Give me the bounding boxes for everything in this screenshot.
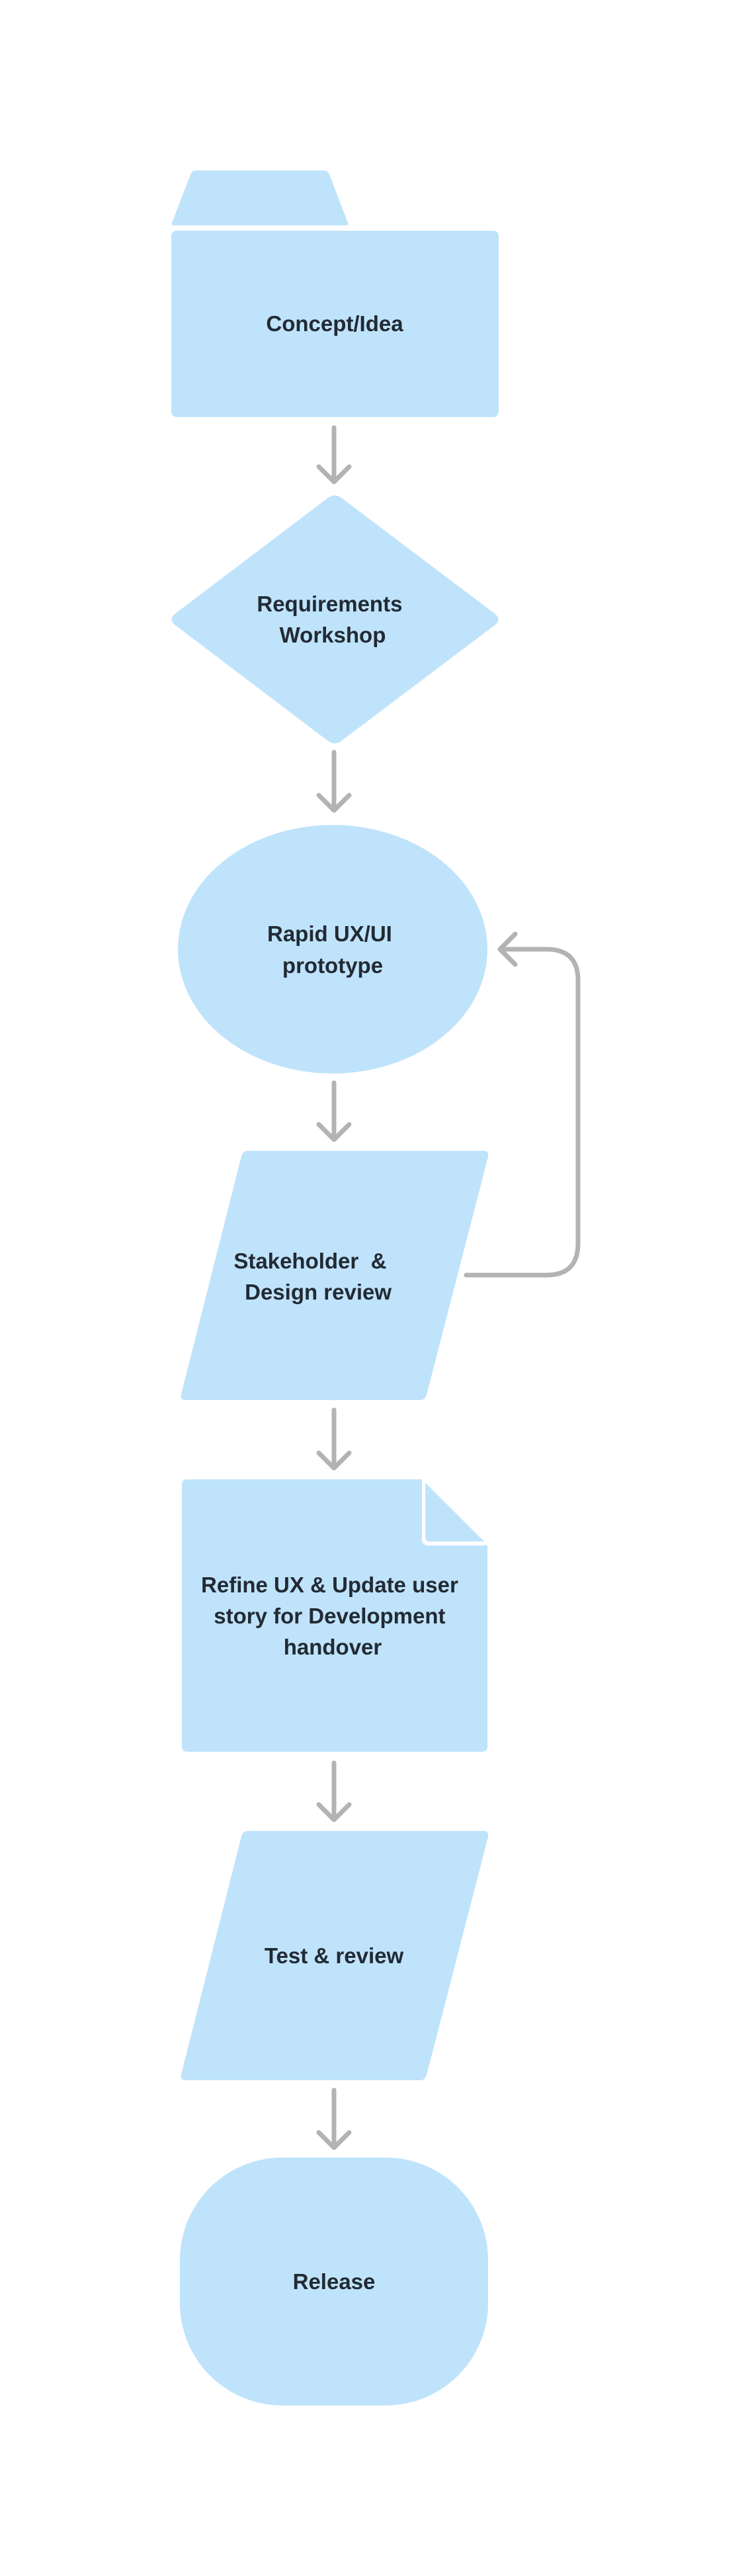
node-requirements-label-line-1: Requirements [257,592,402,616]
connector-refine-to-test [316,1760,352,1822]
document-fold-corner [425,1483,484,1542]
connector-test-to-release [316,2088,352,2150]
svg-text:Release: Release [293,2269,376,2294]
node-requirements: Requirements Workshop [171,495,499,744]
folder-body-shape [171,231,499,417]
node-refine-label-line-3: handover [284,1635,382,1659]
node-refine-label-line-2: story for Development [214,1604,445,1628]
document-shape [182,1479,487,1752]
node-release-label-line-1: Release [293,2269,376,2294]
node-refine: Refine UX & Update user story for Develo… [182,1479,487,1752]
diamond-shape [171,495,499,744]
svg-text:Concept/Idea: Concept/Idea [266,311,403,336]
node-prototype-label-line-1: Rapid UX/UI [267,921,392,946]
node-prototype: Rapid UX/UI prototype [178,825,487,1073]
node-test: Test & review [181,1831,489,2080]
node-refine-label-line-1: Refine UX & Update user [201,1573,458,1597]
connector-prototype-to-review [316,1080,352,1142]
node-release: Release [180,2158,488,2405]
svg-text:Rapid UX/UI prototype: Rapid UX/UI prototype [267,921,398,978]
folder-tab-shape [171,171,349,225]
node-review-label-line-1: Stakeholder & [233,1249,386,1273]
node-prototype-label-line-2: prototype [282,953,383,978]
node-review-label-line-2: Design review [245,1280,392,1304]
parallelogram-shape [181,1151,489,1400]
svg-text:Requirements Workshop: Requirements Workshop [257,592,408,647]
node-requirements-label-line-2: Workshop [280,623,386,647]
connector-requirements-to-prototype [316,750,352,813]
ellipse-shape [178,825,487,1073]
connector-review-to-refine [316,1407,352,1471]
svg-text:Refine UX & Update user: Refine UX & Update user story for Develo… [201,1573,464,1659]
node-test-label-line-1: Test & review [265,1943,404,1968]
rounded-rectangle-shape [180,2158,488,2405]
parallelogram-shape [181,1831,489,2080]
connector-concept-to-requirements [316,425,352,485]
svg-text:Test & review: Test & review [265,1943,404,1968]
node-concept: Concept/Idea [171,171,499,417]
svg-text:Stakeholder & Design re: Stakeholder & Design review [0,0,429,1304]
node-review: Stakeholder & Design review [0,0,489,1400]
node-concept-label-line-1: Concept/Idea [266,311,403,336]
connector-review-feedback-loop [464,931,581,1278]
